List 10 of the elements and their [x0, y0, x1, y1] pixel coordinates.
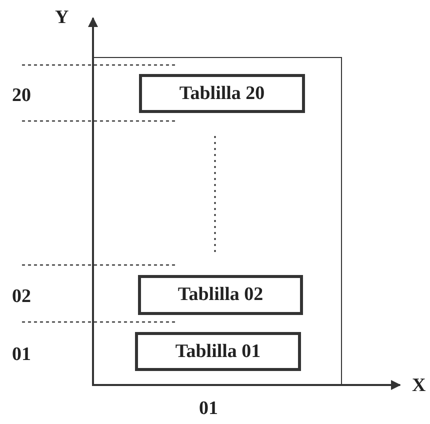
label-box: Tablilla 02	[138, 275, 303, 315]
label-box: Tablilla 01	[135, 332, 301, 371]
outline-rectangle	[93, 57, 342, 386]
label-box: Tablilla 20	[139, 74, 305, 113]
tick-label: 20	[12, 86, 31, 105]
tick-label: 01	[12, 345, 31, 364]
axis-label: X	[412, 376, 426, 395]
axis-label: Y	[55, 8, 69, 27]
tick-label: 02	[12, 287, 31, 306]
tick-label: 01	[199, 399, 218, 418]
